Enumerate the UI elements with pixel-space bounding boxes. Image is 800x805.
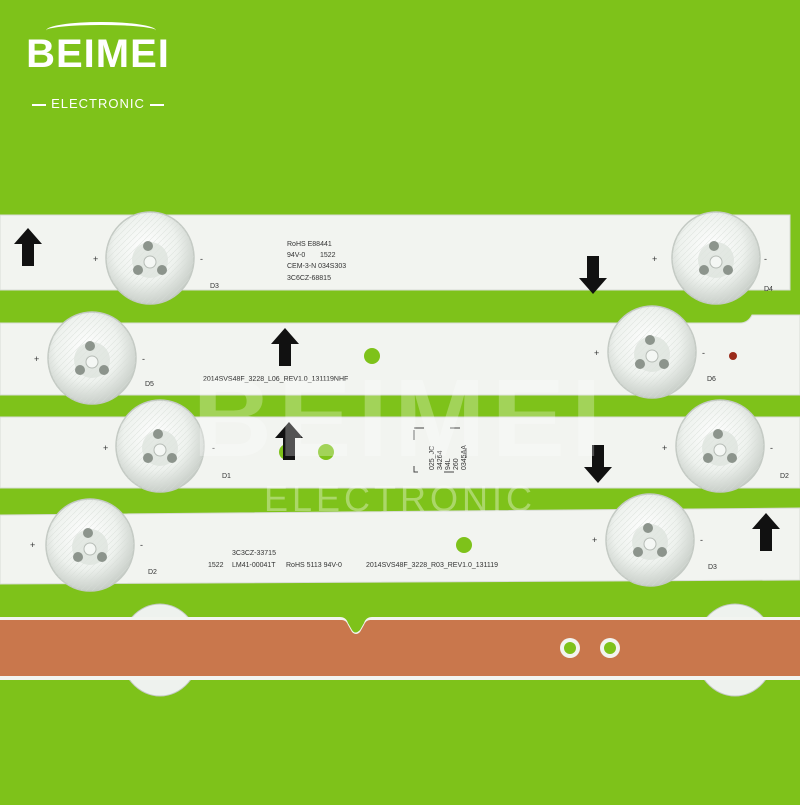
led-strip-3: 025_JC 34264 94L 260 0345AA D1 D2 + - + … — [0, 399, 800, 493]
polarity-plus: + — [662, 443, 667, 453]
polarity-minus: - — [200, 254, 203, 264]
polarity-minus: - — [212, 443, 215, 453]
led-label-d3: D3 — [210, 283, 219, 290]
strip-part-number: 2014SVS48F_3228_R03_REV1.0_131119 — [366, 562, 498, 569]
mounting-hole — [604, 642, 616, 654]
rotated-stamp: 025_JC 34264 94L 260 0345AA — [429, 445, 468, 470]
led-label-d6: D6 — [707, 376, 716, 383]
mounting-hole — [318, 444, 334, 460]
marking-cem: CEM-3-N 034S303 — [287, 263, 346, 270]
led-label-d5: D5 — [145, 381, 154, 388]
polarity-minus: - — [142, 354, 145, 364]
polarity-plus: + — [103, 443, 108, 453]
polarity-minus: - — [140, 540, 143, 550]
logo-dash-right — [150, 104, 164, 106]
board-rohs: RoHS 5113 94V-0 — [286, 562, 342, 569]
led-lens-d6 — [607, 305, 697, 399]
polarity-plus: + — [652, 254, 657, 264]
stamp-line-3: 94L — [445, 458, 452, 470]
led-lens-d2-top — [675, 399, 765, 493]
polarity-plus: + — [30, 540, 35, 550]
connector-pad — [729, 352, 737, 360]
led-strip-5-back — [0, 603, 800, 697]
pcb-back-copper — [0, 620, 800, 676]
polarity-plus: + — [592, 535, 597, 545]
led-strip-4: D2 D3 3C3CZ-33715 1522 LM41-00041T RoHS … — [0, 493, 800, 592]
led-label-d1: D1 — [222, 473, 231, 480]
led-lens-d3-top — [105, 211, 195, 305]
led-lens-d3 — [605, 493, 695, 587]
polarity-minus: - — [702, 348, 705, 358]
stamp-line-5: 0345AA — [461, 445, 468, 470]
polarity-plus: + — [34, 354, 39, 364]
polarity-plus: + — [594, 348, 599, 358]
led-lens-d1 — [115, 399, 205, 493]
mounting-hole — [364, 348, 380, 364]
marking-code: 3C6CZ-68815 — [287, 275, 331, 282]
marking-94v0: 94V-0 — [287, 252, 305, 259]
led-lens-d2 — [45, 498, 135, 592]
polarity-minus: - — [700, 535, 703, 545]
led-label-d2: D2 — [148, 569, 157, 576]
led-label-d3: D3 — [708, 564, 717, 571]
led-strip-2: D5 D6 2014SVS48F_3228_L06_REV1.0_131119N… — [0, 305, 800, 405]
board-date: 1522 — [208, 562, 224, 569]
board-code: 3C3CZ-33715 — [232, 550, 276, 557]
mounting-hole — [564, 642, 576, 654]
logo-subtitle: ELECTRONIC — [51, 96, 145, 111]
brand-logo: BEIMEI ELECTRONIC — [18, 20, 178, 111]
board-model: LM41-00041T — [232, 562, 276, 569]
stamp-frame — [413, 427, 467, 473]
marking-date: 1522 — [320, 252, 336, 259]
marking-rohs: RoHS E88441 — [287, 241, 332, 248]
stamp-line-1: 025_JC — [429, 446, 436, 470]
led-lens-d4 — [671, 211, 761, 305]
polarity-minus: - — [764, 254, 767, 264]
stamp-line-4: 260 — [453, 458, 460, 470]
logo-swoosh — [46, 22, 156, 39]
stamp-line-2: 34264 — [437, 450, 444, 470]
polarity-minus: - — [770, 443, 773, 453]
led-lens-d5 — [47, 311, 137, 405]
mounting-hole — [456, 537, 472, 553]
led-label-d4: D4 — [764, 286, 773, 293]
led-label-d2: D2 — [780, 473, 789, 480]
polarity-plus: + — [93, 254, 98, 264]
logo-brand-name: BEIMEI — [26, 32, 170, 76]
strip-part-number: 2014SVS48F_3228_L06_REV1.0_131119NHF — [203, 376, 348, 383]
logo-dash-left — [32, 104, 46, 106]
led-strip-1: D3 D4 RoHS E88441 94V-0 1522 CEM-3-N 034… — [0, 211, 791, 305]
